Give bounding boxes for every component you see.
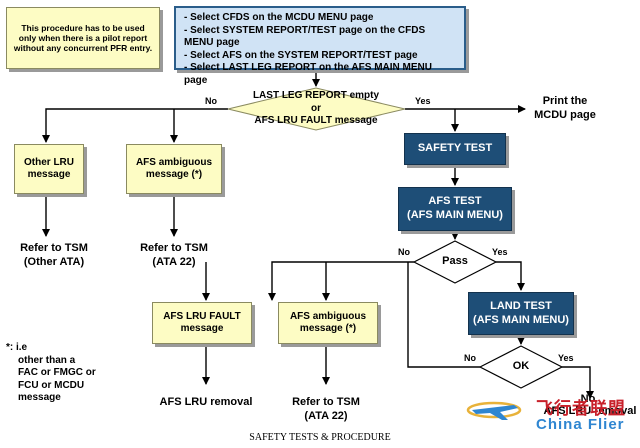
connector-no-branch: [42, 108, 228, 143]
watermark-plane-icon: [466, 401, 522, 420]
refer-tsm-ata22-left-text: Refer to TSM (ATA 22): [124, 242, 224, 270]
land-test-box: LAND TEST (AFS MAIN MENU): [468, 292, 574, 335]
instructions-box: - Select CFDS on the MCDU MENU page - Se…: [174, 6, 466, 86]
afs-ambiguous-left-line2: message (*): [145, 169, 203, 180]
land-test-line2: (AFS MAIN MENU): [473, 313, 569, 326]
refer-tsm-ata22-left-line2: (ATA 22): [152, 255, 196, 268]
refer-tsm-ata22-mid-text: Refer to TSM (ATA 22): [276, 396, 376, 424]
safety-test-label: SAFETY TEST: [417, 142, 493, 155]
connector-pass-no: [268, 261, 414, 301]
instructions-list: - Select CFDS on the MCDU MENU page - Se…: [184, 12, 456, 87]
other-lru-box: Other LRU message: [14, 144, 84, 194]
instruction-item: - Select LAST LEG REPORT on the AFS MAIN…: [184, 62, 432, 86]
decision-pass-shape: [412, 240, 498, 284]
procedure-note-text: This procedure has to be used only when …: [13, 22, 153, 54]
refer-tsm-other-text: Refer to TSM (Other ATA): [4, 242, 104, 270]
decision-pass: Pass: [442, 255, 468, 267]
decision-ok-shape: [478, 345, 564, 389]
decision-last-leg-shape: [227, 87, 406, 131]
afs-lru-removal-left: AFS LRU removal: [159, 396, 253, 408]
afs-test-box: AFS TEST (AFS MAIN MENU): [398, 187, 512, 231]
connector-pass-yes: [496, 261, 525, 291]
footnote-line: FAC or FMGC or: [18, 367, 96, 378]
safety-test-box: SAFETY TEST: [404, 133, 506, 165]
instruction-item: - Select SYSTEM REPORT/TEST page on the …: [184, 24, 426, 49]
decision-last-leg-line3: AFS LRU FAULT message: [254, 115, 378, 126]
refer-tsm-other-line2: (Other ATA): [23, 255, 85, 268]
refer-tsm-ata22-mid-line2: (ATA 22): [304, 409, 348, 422]
print-mcdu-line1: Print the: [542, 95, 588, 107]
instruction-item: - Select AFS on the SYSTEM REPORT/TEST p…: [184, 49, 418, 61]
watermark-en: China Flier: [536, 416, 625, 433]
refer-tsm-ata22-mid-line1: Refer to TSM: [292, 396, 360, 408]
branch-no-label: No: [205, 96, 217, 106]
pass-no-label: No: [398, 247, 410, 257]
afs-lru-fault-line2: message: [180, 323, 224, 334]
afs-ambiguous-mid-box: AFS ambiguous message (*): [278, 302, 378, 344]
other-lru-line2: message: [27, 169, 71, 180]
procedure-note: This procedure has to be used only when …: [6, 7, 160, 69]
pass-yes-label: Yes: [492, 247, 508, 257]
footnote-line: message: [18, 392, 61, 403]
afs-ambiguous-mid-line2: message (*): [299, 323, 357, 334]
footnote: *: i.e other than a FAC or FMGC or FCU o…: [6, 342, 116, 405]
footnote-line: other than a: [18, 354, 76, 366]
afs-ambiguous-left-box: AFS ambiguous message (*): [126, 144, 222, 194]
afs-lru-fault-box: AFS LRU FAULT message: [152, 302, 252, 344]
print-mcdu-line2: MCDU page: [534, 108, 596, 121]
instruction-item: - Select CFDS on the MCDU MENU page: [184, 12, 374, 23]
refer-tsm-ata22-left-line1: Refer to TSM: [140, 242, 208, 254]
refer-tsm-other-line1: Refer to TSM: [20, 242, 88, 254]
figure-caption: SAFETY TESTS & PROCEDURE: [249, 432, 391, 443]
afs-lru-fault-line1: AFS LRU FAULT: [163, 310, 241, 322]
decision-ok: OK: [512, 360, 530, 372]
branch-yes-label: Yes: [415, 96, 431, 106]
final-no-text: No: [580, 393, 596, 405]
footnote-line: FCU or MCDU: [18, 379, 85, 391]
afs-ambiguous-mid-line1: AFS ambiguous: [289, 310, 367, 322]
decision-last-leg-line2: or: [311, 102, 321, 114]
other-lru-line1: Other LRU: [24, 156, 74, 168]
decision-last-leg: LAST LEG REPORT empty or AFS LRU FAULT m…: [238, 90, 394, 128]
connector-ok-yes: [562, 366, 594, 399]
land-test-line1: LAND TEST: [490, 299, 552, 312]
print-mcdu-text: Print the MCDU page: [526, 95, 604, 123]
decision-last-leg-line1: LAST LEG REPORT empty: [252, 90, 380, 101]
afs-test-line1: AFS TEST: [428, 195, 482, 208]
watermark-cn: 飞行者联盟: [536, 399, 626, 418]
ok-no-label: No: [464, 353, 476, 363]
afs-lru-removal-right: AFS LRU removal: [543, 405, 637, 417]
ok-yes-label: Yes: [558, 353, 574, 363]
afs-test-line2: (AFS MAIN MENU): [407, 209, 503, 221]
connector-ok-no: [407, 262, 480, 368]
footnote-line: *: i.e: [6, 342, 28, 353]
afs-ambiguous-left-line1: AFS ambiguous: [135, 156, 213, 168]
